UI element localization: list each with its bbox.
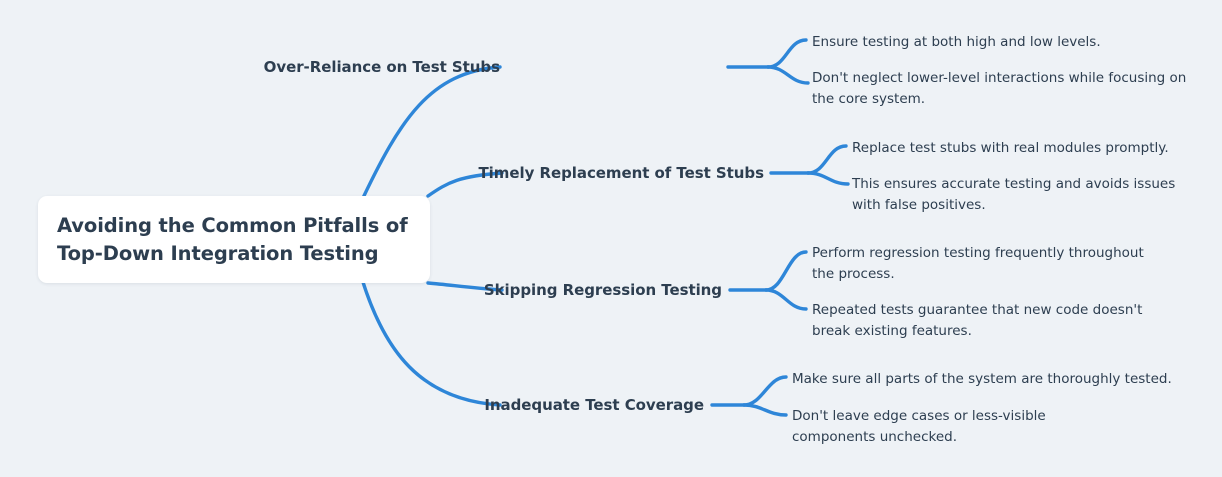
leaf-text-4-1[interactable]: Make sure all parts of the system are th… xyxy=(792,371,1172,387)
edge-branch-2-leaf-1 xyxy=(806,144,848,175)
edge-branch-3-leaf-2 xyxy=(764,288,808,311)
leaf-text-2-1[interactable]: Replace test stubs with real modules pro… xyxy=(852,140,1169,156)
leaf-text-2-2[interactable]: This ensures accurate testing and avoids… xyxy=(852,176,1176,213)
leaf-text-3-2[interactable]: Repeated tests guarantee that new code d… xyxy=(812,302,1143,339)
edge-branch-2-leaf-2 xyxy=(806,171,850,186)
edge-branch-4-leaf-1 xyxy=(742,375,788,407)
branch-label-1[interactable]: Over-Reliance on Test Stubs xyxy=(263,58,500,76)
branch-label-3[interactable]: Skipping Regression Testing xyxy=(483,281,722,299)
branch-label-4[interactable]: Inadequate Test Coverage xyxy=(484,396,704,414)
leaf-text-1-1[interactable]: Ensure testing at both high and low leve… xyxy=(812,34,1101,50)
edge-branch-3-leaf-1 xyxy=(764,250,808,292)
branch-label-2[interactable]: Timely Replacement of Test Stubs xyxy=(478,164,765,182)
root-node[interactable]: Avoiding the Common Pitfalls of Top-Down… xyxy=(38,196,430,283)
edge-branch-1-leaf-1 xyxy=(766,38,808,69)
leaf-text-3-1[interactable]: Perform regression testing frequently th… xyxy=(812,245,1144,282)
edge-branch-4-leaf-2 xyxy=(742,403,788,417)
edge-root-branch-4 xyxy=(360,277,502,407)
edge-branch-1-leaf-2 xyxy=(766,65,810,85)
leaf-text-1-2[interactable]: Don't neglect lower-level interactions w… xyxy=(812,70,1187,107)
root-title: Avoiding the Common Pitfalls of Top-Down… xyxy=(57,213,408,265)
leaf-text-4-2[interactable]: Don't leave edge cases or less-visible c… xyxy=(792,408,1046,445)
